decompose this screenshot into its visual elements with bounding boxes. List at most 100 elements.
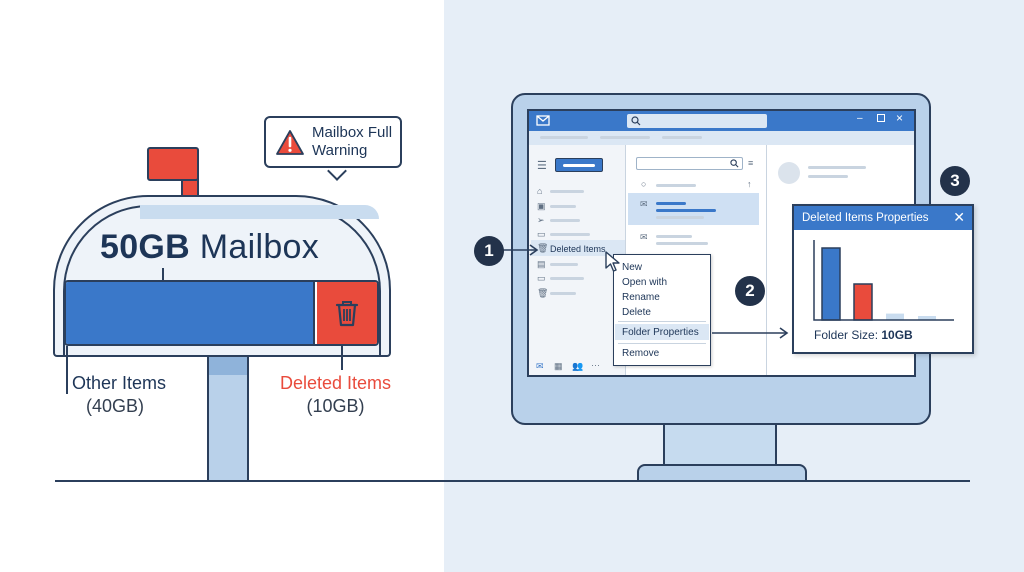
- message-placeholder: [656, 235, 692, 238]
- step-badge-2: 2: [735, 276, 765, 306]
- envelope-icon: ✉: [640, 232, 648, 242]
- other-items-name: Other Items: [72, 373, 167, 393]
- sender-avatar: [778, 162, 800, 184]
- folder-placeholder: [550, 233, 590, 236]
- folder-placeholder: [550, 292, 576, 295]
- menu-item-open-with[interactable]: Open with: [622, 277, 668, 288]
- mailbox-title: 50GB Mailbox: [100, 228, 319, 267]
- minimize-icon[interactable]: –: [857, 113, 863, 124]
- sort-arrow-icon[interactable]: ↑: [747, 179, 752, 189]
- radio-icon[interactable]: ○: [641, 179, 647, 189]
- menu-item-delete[interactable]: Delete: [622, 307, 651, 318]
- folder-size: Folder Size: 10GB: [814, 328, 913, 342]
- folder-size-chart: [813, 240, 954, 321]
- menu-item-new[interactable]: New: [622, 262, 643, 273]
- context-menu-highlight: [615, 324, 709, 340]
- folder-icon[interactable]: ▭: [537, 273, 546, 283]
- mailbox-dome-highlight: [140, 205, 379, 219]
- mouse-cursor-icon: [605, 251, 620, 272]
- ribbon-placeholder: [540, 136, 588, 139]
- message-placeholder: [656, 202, 686, 205]
- other-items-segment: [66, 282, 315, 344]
- folder-placeholder: [550, 263, 578, 266]
- mail-icon[interactable]: ✉: [536, 361, 544, 371]
- size-bar-4: [918, 316, 936, 320]
- message-placeholder: [656, 184, 696, 187]
- reading-placeholder: [808, 166, 866, 169]
- chart-axis: [813, 240, 954, 321]
- folder-placeholder: [550, 205, 576, 208]
- warning-line-2: Warning: [312, 142, 368, 159]
- ribbon-placeholder: [662, 136, 702, 139]
- app-search-bar[interactable]: [627, 114, 767, 128]
- menu-divider: [618, 343, 706, 344]
- search-icon: [631, 116, 641, 126]
- step-1-arrow-icon: [502, 244, 539, 256]
- folder-size-label: Folder Size:: [814, 328, 882, 342]
- deleted-items-connector: [341, 346, 343, 370]
- reading-placeholder: [808, 175, 848, 178]
- list-search-input[interactable]: [636, 157, 743, 170]
- step-badge-1: 1: [474, 236, 504, 266]
- mailbox-usage-bar: [64, 280, 379, 346]
- send-icon[interactable]: ➢: [537, 215, 545, 225]
- size-bar-3: [886, 313, 904, 320]
- ribbon-placeholder: [600, 136, 650, 139]
- app-ribbon: [529, 131, 914, 145]
- warning-line-1: Mailbox Full: [312, 124, 393, 141]
- deleted-items-folder[interactable]: Deleted Items: [550, 244, 606, 254]
- mailbox-post-band: [209, 357, 247, 375]
- size-bar-2: [853, 283, 873, 321]
- deleted-items-folder-highlight[interactable]: [531, 240, 625, 256]
- menu-item-remove[interactable]: Remove: [622, 348, 660, 359]
- other-items-size: (40GB): [86, 396, 145, 416]
- people-icon[interactable]: 👥: [572, 361, 584, 371]
- folder-placeholder: [550, 219, 580, 222]
- monitor-neck: [663, 424, 777, 466]
- mailbox-post: [207, 355, 249, 481]
- archive-icon[interactable]: ▤: [537, 259, 546, 269]
- other-items-connector: [66, 346, 68, 394]
- mail-app-icon: [536, 115, 550, 126]
- menu-divider: [618, 321, 706, 322]
- menu-icon[interactable]: ☰: [537, 160, 547, 172]
- calendar-icon[interactable]: ▦: [554, 361, 563, 371]
- home-icon[interactable]: ⌂: [537, 186, 543, 196]
- deleted-items-segment: [317, 282, 377, 344]
- ground-line: [55, 480, 970, 482]
- warning-triangle-icon: [276, 129, 304, 155]
- trash-icon: 🗑: [537, 243, 549, 253]
- mailbox-title-text: Mailbox: [190, 228, 320, 266]
- deleted-items-properties-dialog: Deleted Items Properties ✕ Folder Size: …: [792, 204, 974, 354]
- menu-item-rename[interactable]: Rename: [622, 292, 660, 303]
- title-connector: [162, 268, 164, 281]
- context-menu: New Open with Rename Delete Folder Prope…: [613, 254, 711, 366]
- close-icon[interactable]: ✕: [953, 209, 965, 225]
- trash-icon[interactable]: 🗑: [537, 288, 549, 298]
- deleted-items-label: Deleted Items (10GB): [268, 372, 403, 418]
- maximize-icon[interactable]: [877, 114, 885, 122]
- folder-size-value: 10GB: [881, 328, 913, 342]
- mailbox-full-warning: Mailbox Full Warning: [264, 116, 402, 168]
- close-icon[interactable]: ×: [896, 111, 904, 125]
- trash-icon: [335, 301, 359, 327]
- deleted-items-size: (10GB): [306, 396, 365, 416]
- deleted-items-name: Deleted Items: [279, 373, 392, 393]
- envelope-icon: ✉: [640, 199, 648, 209]
- new-mail-label-placeholder: [563, 164, 595, 167]
- inbox-icon[interactable]: ▣: [537, 201, 546, 211]
- search-icon: [730, 159, 739, 168]
- mailbox-flag: [147, 147, 199, 181]
- menu-item-folder-properties[interactable]: Folder Properties: [622, 327, 699, 338]
- warning-text: Mailbox Full Warning: [312, 124, 392, 160]
- folder-icon[interactable]: ▭: [537, 229, 546, 239]
- monitor-stand: [637, 464, 807, 482]
- message-placeholder: [656, 242, 708, 245]
- step-2-arrow-icon: [712, 327, 789, 339]
- more-icon[interactable]: ···: [591, 360, 600, 370]
- message-placeholder: [656, 209, 716, 212]
- dialog-title: Deleted Items Properties: [802, 212, 929, 224]
- filter-icon[interactable]: ≡: [748, 158, 754, 168]
- dialog-titlebar: Deleted Items Properties ✕: [794, 206, 972, 230]
- message-placeholder: [656, 216, 704, 219]
